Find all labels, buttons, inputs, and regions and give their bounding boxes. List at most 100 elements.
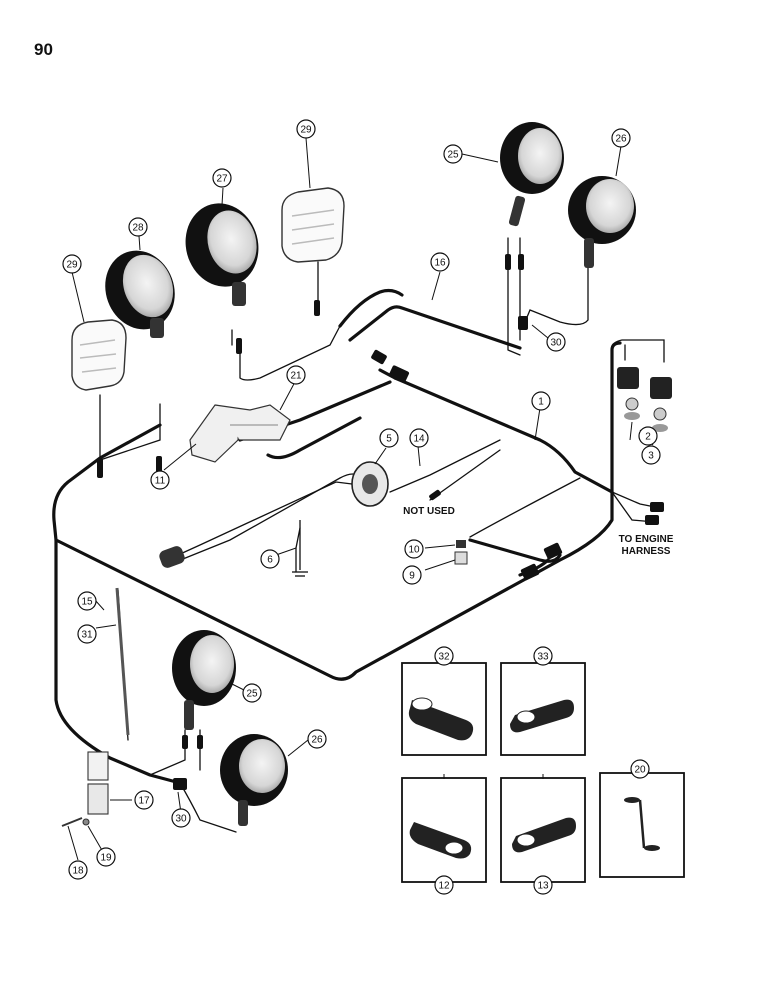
callout-circle bbox=[409, 428, 429, 448]
callout-circle bbox=[212, 168, 232, 188]
callout-5: 5 bbox=[379, 428, 399, 448]
callout-circle bbox=[77, 591, 97, 611]
engine-connector-icon bbox=[617, 367, 672, 432]
switch-parts-icon bbox=[454, 540, 468, 565]
callout-number: 26 bbox=[615, 134, 627, 145]
callout-31: 31 bbox=[77, 624, 97, 644]
callout-32: 32 bbox=[434, 646, 454, 666]
callout-20: 20 bbox=[630, 759, 650, 779]
rear-lamp-icon-29-right bbox=[281, 187, 345, 263]
callout-26: 26 bbox=[611, 128, 631, 148]
callout-circle bbox=[630, 759, 650, 779]
callout-circle bbox=[546, 332, 566, 352]
callout-13: 13 bbox=[533, 875, 553, 895]
link-inset-20 bbox=[599, 772, 685, 878]
callout-circle bbox=[611, 128, 631, 148]
work-lamp-icon-25-top bbox=[500, 122, 564, 227]
callout-14: 14 bbox=[409, 428, 429, 448]
work-lamp-icon-26-bottom bbox=[220, 734, 288, 826]
callout-number: 28 bbox=[132, 223, 144, 234]
callout-circle bbox=[96, 847, 116, 867]
callout-number: 25 bbox=[447, 150, 459, 161]
to-engine-harness-label-line1: TO ENGINE bbox=[618, 534, 674, 545]
callout-number: 29 bbox=[66, 260, 78, 271]
plate-and-fastener-icon bbox=[61, 751, 109, 827]
not-used-label: NOT USED bbox=[403, 506, 455, 517]
callout-17: 17 bbox=[134, 790, 154, 810]
dash-lamp-socket-icon bbox=[159, 461, 389, 568]
callout-circle bbox=[434, 875, 454, 895]
callout-circle bbox=[171, 808, 191, 828]
callout-circle bbox=[62, 254, 82, 274]
callout-30: 30 bbox=[171, 808, 191, 828]
callout-number: 12 bbox=[438, 881, 450, 892]
callout-circle bbox=[128, 217, 148, 237]
ground-wire-icon bbox=[292, 520, 308, 577]
callout-16: 16 bbox=[430, 252, 450, 272]
callout-number: 19 bbox=[100, 853, 112, 864]
callout-number: 33 bbox=[537, 652, 549, 663]
callout-number: 2 bbox=[645, 432, 651, 443]
callout-19: 19 bbox=[96, 847, 116, 867]
callout-number: 20 bbox=[634, 765, 646, 776]
callout-number: 18 bbox=[72, 866, 84, 877]
callout-30: 30 bbox=[546, 332, 566, 352]
callout-number: 11 bbox=[155, 476, 166, 487]
callout-circle bbox=[150, 470, 170, 490]
callout-number: 10 bbox=[408, 545, 420, 556]
rear-lamp-icon-29-left bbox=[71, 319, 127, 391]
callout-number: 25 bbox=[246, 689, 258, 700]
callout-number: 15 bbox=[81, 597, 93, 608]
callout-number: 26 bbox=[311, 735, 323, 746]
callout-circle bbox=[296, 119, 316, 139]
callout-circle bbox=[533, 646, 553, 666]
callout-10: 10 bbox=[404, 539, 424, 559]
callout-29: 29 bbox=[62, 254, 82, 274]
callout-33: 33 bbox=[533, 646, 553, 666]
callout-1: 1 bbox=[531, 391, 551, 411]
callout-circle bbox=[430, 252, 450, 272]
callout-circle bbox=[434, 646, 454, 666]
work-lamp-icon-27 bbox=[185, 203, 259, 306]
callout-number: 13 bbox=[537, 881, 549, 892]
callout-circle bbox=[531, 391, 551, 411]
callout-number: 14 bbox=[413, 434, 425, 445]
callout-circle bbox=[242, 683, 262, 703]
to-engine-harness-label-line2: HARNESS bbox=[621, 546, 671, 557]
callout-circle bbox=[286, 365, 306, 385]
callout-circle bbox=[379, 428, 399, 448]
callout-circle bbox=[443, 144, 463, 164]
harness-connectors bbox=[97, 254, 664, 790]
callout-number: 16 bbox=[434, 258, 446, 269]
callout-circle bbox=[404, 539, 424, 559]
clamp-inset-13 bbox=[500, 777, 586, 883]
callout-number: 3 bbox=[648, 451, 654, 462]
callout-circle bbox=[68, 860, 88, 880]
callout-11: 11 bbox=[150, 470, 170, 490]
callout-21: 21 bbox=[286, 365, 306, 385]
callout-number: 30 bbox=[550, 338, 562, 349]
callout-9: 9 bbox=[402, 565, 422, 585]
callout-18: 18 bbox=[68, 860, 88, 880]
callout-number: 17 bbox=[138, 796, 150, 807]
callout-number: 31 bbox=[81, 630, 93, 641]
callout-25: 25 bbox=[242, 683, 262, 703]
callout-number: 5 bbox=[386, 434, 392, 445]
clamp-inset-32 bbox=[401, 662, 487, 756]
callout-number: 30 bbox=[175, 814, 187, 825]
callout-circle bbox=[402, 565, 422, 585]
work-lamp-icon-25-bottom bbox=[172, 630, 236, 730]
clamp-inset-33 bbox=[500, 662, 586, 756]
callout-circle bbox=[307, 729, 327, 749]
callout-3: 3 bbox=[641, 445, 661, 465]
callout-circle bbox=[77, 624, 97, 644]
callout-number: 1 bbox=[538, 397, 544, 408]
switch-housing-icon bbox=[189, 404, 291, 463]
callout-number: 29 bbox=[300, 125, 312, 136]
callout-26: 26 bbox=[307, 729, 327, 749]
work-lamp-icon-28 bbox=[105, 250, 175, 338]
callout-leaders bbox=[67, 137, 654, 861]
